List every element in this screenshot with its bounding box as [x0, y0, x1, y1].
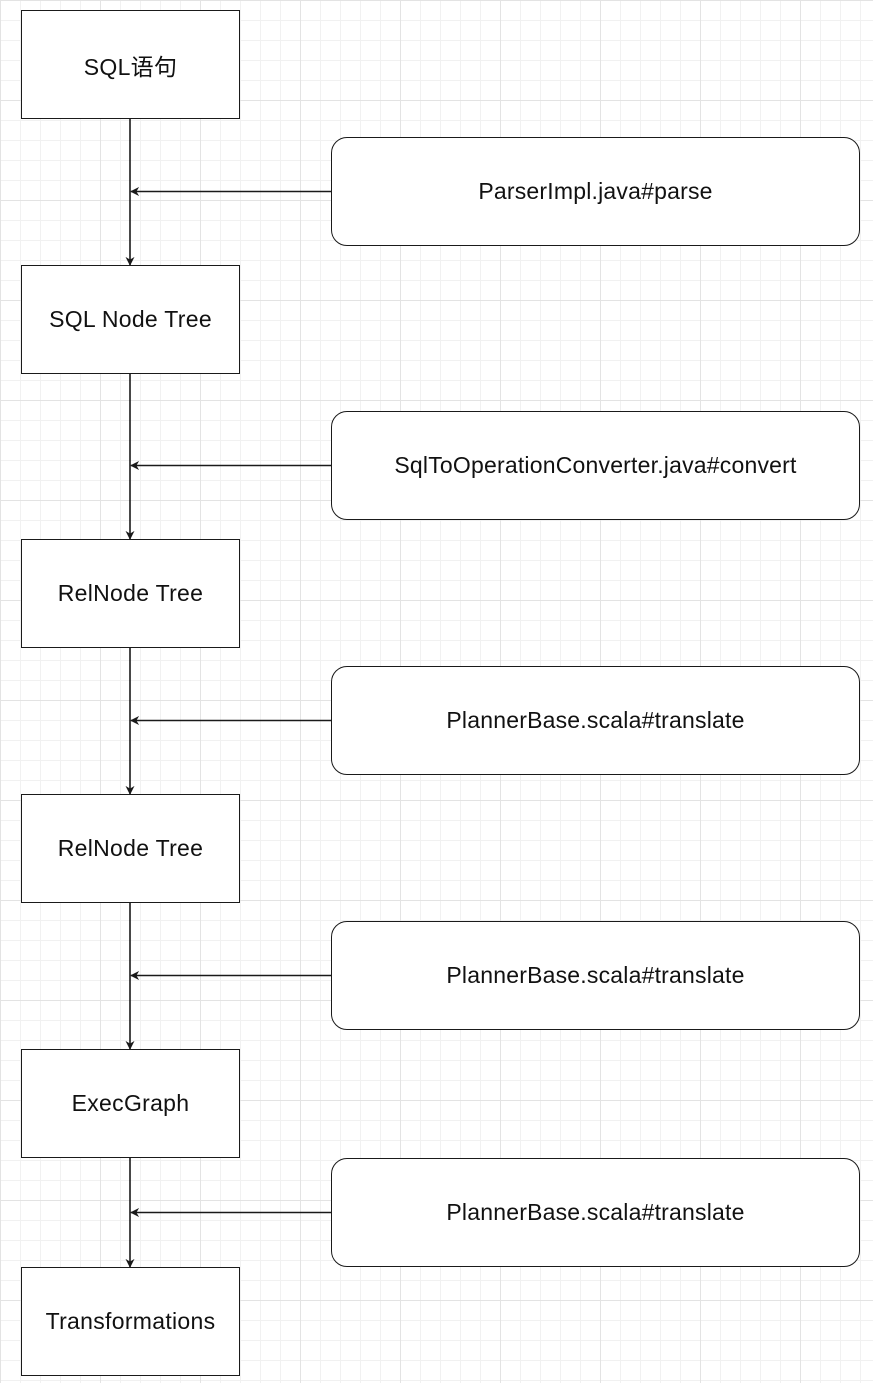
stage-box-relnode-tree-1: RelNode Tree: [21, 539, 240, 648]
stage-label: ExecGraph: [71, 1090, 190, 1116]
method-box-parser: ParserImpl.java#parse: [331, 137, 860, 246]
stage-label: RelNode Tree: [57, 835, 204, 861]
stage-box-relnode-tree-2: RelNode Tree: [21, 794, 240, 903]
stage-box-sql-statement: SQL语句: [21, 10, 240, 119]
method-label: SqlToOperationConverter.java#convert: [394, 452, 797, 478]
method-label: ParserImpl.java#parse: [478, 178, 713, 204]
method-label: PlannerBase.scala#translate: [446, 1199, 745, 1225]
stage-label: RelNode Tree: [57, 580, 204, 606]
method-box-converter: SqlToOperationConverter.java#convert: [331, 411, 860, 520]
stage-label: SQL语句: [83, 53, 178, 80]
stage-label: Transformations: [45, 1308, 216, 1334]
stage-box-execgraph: ExecGraph: [21, 1049, 240, 1158]
stage-box-transformations: Transformations: [21, 1267, 240, 1376]
method-label: PlannerBase.scala#translate: [446, 707, 745, 733]
method-box-translate-2: PlannerBase.scala#translate: [331, 921, 860, 1030]
method-label: PlannerBase.scala#translate: [446, 962, 745, 988]
method-box-translate-3: PlannerBase.scala#translate: [331, 1158, 860, 1267]
stage-box-sql-node-tree: SQL Node Tree: [21, 265, 240, 374]
method-box-translate-1: PlannerBase.scala#translate: [331, 666, 860, 775]
stage-label: SQL Node Tree: [49, 306, 212, 332]
